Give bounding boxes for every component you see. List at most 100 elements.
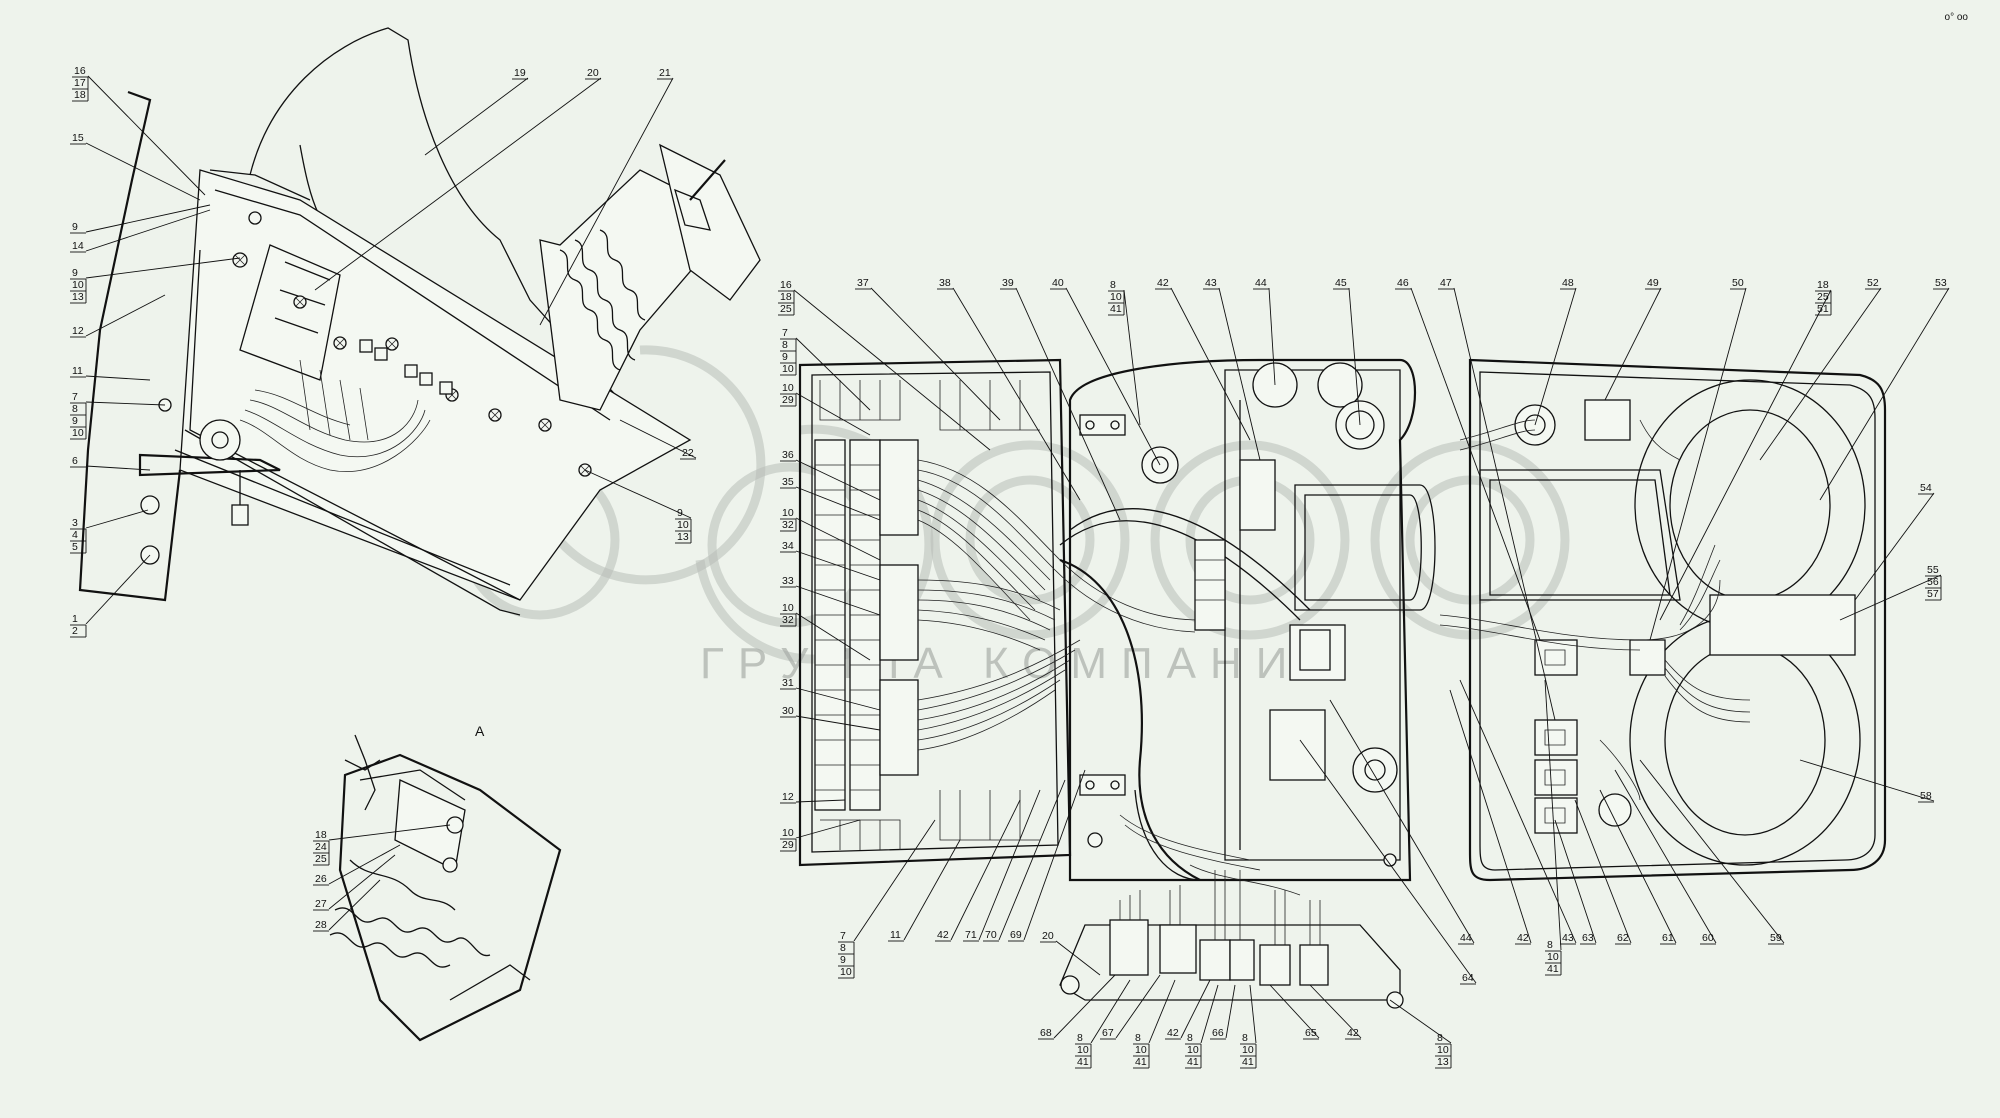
leader-line: [1269, 984, 1320, 1039]
callout-number: 9: [72, 415, 78, 427]
callout-number: 26: [315, 873, 327, 885]
leader-line: [87, 75, 206, 196]
callout-t44: 44: [1253, 277, 1276, 386]
callout-number: 2: [72, 625, 78, 637]
callout-number: 20: [1042, 930, 1054, 942]
leader-line: [424, 77, 529, 156]
callout-b61: 61: [1599, 789, 1677, 945]
callout-t47: 47: [1438, 277, 1556, 721]
callout-number: 4: [72, 529, 78, 541]
callout-b42c: 42: [1309, 984, 1362, 1040]
callout-b65: 65: [1269, 984, 1320, 1040]
corner-mark: o° oo: [1945, 12, 1969, 23]
callout-t45: 45: [1333, 277, 1361, 426]
leader-line: [1614, 769, 1717, 944]
callout-number: 8: [72, 403, 78, 415]
callout-l21: 21: [539, 67, 674, 326]
leader-line: [1599, 789, 1677, 944]
leader-line: [85, 375, 151, 381]
leader-line: [998, 779, 1066, 941]
leader-line: [85, 465, 151, 471]
callout-l6: 6: [70, 455, 151, 471]
callout-b64: 64: [1299, 739, 1477, 985]
callout-s12: 12: [780, 791, 846, 804]
callout-number: 10: [782, 827, 794, 839]
callout-s31: 31: [780, 677, 881, 711]
callout-number: 24: [315, 841, 327, 853]
callout-l11: 11: [70, 365, 151, 381]
callout-number: 14: [72, 240, 84, 252]
callout-t49: 49: [1604, 277, 1662, 401]
callout-number: 41: [1077, 1056, 1089, 1068]
leader-line: [1170, 287, 1251, 441]
leader-line: [795, 687, 881, 711]
leader-line: [1090, 979, 1131, 1044]
callout-number: 47: [1440, 277, 1452, 289]
callout-l12: 12: [70, 294, 166, 338]
leader-line: [1053, 974, 1116, 1039]
leader-line: [1329, 699, 1475, 944]
leader-line: [1799, 759, 1935, 802]
callout-number: 25: [780, 303, 792, 315]
leader-line: [950, 799, 1021, 941]
leader-line: [1180, 979, 1211, 1039]
callout-number: 32: [782, 519, 794, 531]
leader-line: [795, 799, 846, 803]
callout-t53: 53: [1819, 277, 1950, 501]
callout-number: 41: [1242, 1056, 1254, 1068]
callout-number: 10: [677, 519, 689, 531]
callout-s30: 30: [780, 705, 881, 731]
leader-line: [1249, 984, 1257, 1044]
callout-number: 70: [985, 929, 997, 941]
callout-t52: 52: [1759, 277, 1882, 461]
leader-line: [1649, 287, 1747, 641]
callout-number: 43: [1562, 932, 1574, 944]
callout-number: 34: [782, 540, 794, 552]
leader-line: [870, 287, 1001, 421]
callout-number: 35: [782, 476, 794, 488]
watermark-text: ГРУППА КОМПАНИЙ: [700, 637, 1347, 688]
leader-line: [1123, 289, 1141, 426]
callout-b11: 11: [888, 839, 961, 942]
leader-line: [1659, 289, 1832, 621]
callout-number: 42: [1167, 1027, 1179, 1039]
callout-number: 8: [1077, 1032, 1083, 1044]
callout-number: 62: [1617, 932, 1629, 944]
callout-number: 50: [1732, 277, 1744, 289]
callout-number: 10: [72, 427, 84, 439]
main-plan: [798, 358, 1887, 1009]
callout-t39: 39: [1000, 277, 1121, 521]
leader-line: [978, 789, 1041, 941]
callout-number: 5: [72, 541, 78, 553]
leader-line: [85, 401, 166, 406]
callout-number: 44: [1460, 932, 1472, 944]
leader-line: [1544, 679, 1562, 951]
leader-line: [328, 824, 451, 841]
callout-number: 16: [780, 279, 792, 291]
callout-number: 10: [782, 363, 794, 375]
leader-line: [1534, 287, 1577, 426]
leader-line: [1348, 287, 1361, 426]
leader-line: [1200, 984, 1219, 1044]
callout-t50: 50: [1649, 277, 1747, 641]
callout-number: 45: [1335, 277, 1347, 289]
leader-line: [328, 879, 381, 931]
callout-l3: 345: [70, 509, 149, 554]
leader-line: [795, 715, 881, 731]
callout-d26: 26: [313, 844, 401, 886]
leader-line: [85, 204, 211, 233]
leader-line: [1023, 769, 1086, 941]
callout-number: 30: [782, 705, 794, 717]
